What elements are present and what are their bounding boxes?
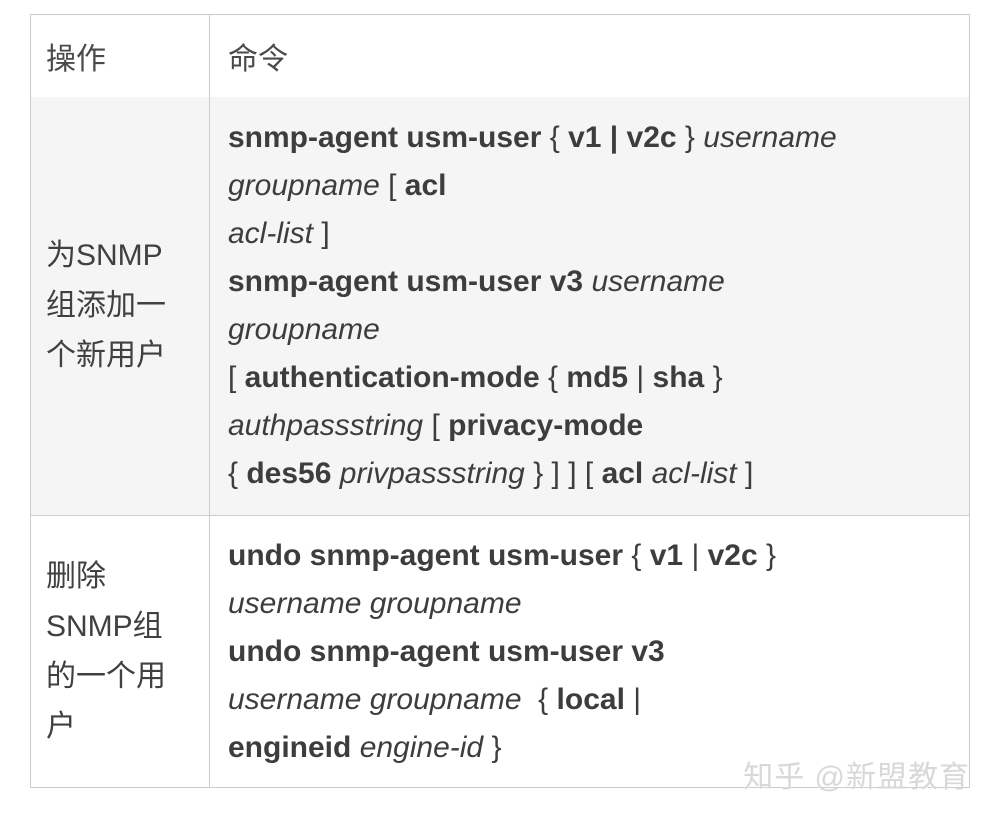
header-cell-operation: 操作 [46, 43, 106, 76]
command-segment: undo snmp-agent usm-user v3 [228, 634, 665, 668]
command-line: groupname [ acl [228, 162, 951, 210]
header-cell-command: 命令 [209, 15, 969, 97]
command-segment: username groupname [228, 682, 522, 716]
table-header-row: 操作 命令 [31, 15, 969, 97]
command-segment: acl [404, 169, 447, 202]
command-segment: ] [313, 217, 330, 250]
command-segment: { [539, 361, 567, 394]
command-cell: snmp-agent usm-user { v1 | v2c } usernam… [209, 97, 969, 515]
command-segment: snmp-agent usm-user v3 [228, 265, 584, 298]
command-segment: } ] ] [ [524, 457, 602, 490]
command-segment: authentication-mode [244, 361, 540, 394]
command-segment: privacy-mode [448, 409, 644, 442]
command-segment [643, 457, 651, 490]
command-line: username groupname [228, 580, 951, 628]
command-segment: [ [379, 169, 405, 202]
command-segment: } [676, 121, 704, 154]
operation-text-line: 个新用户 [46, 339, 166, 372]
command-line: groupname [228, 306, 951, 354]
command-segment: undo snmp-agent usm-user [228, 538, 624, 572]
command-line: { des56 privpassstring } ] ] [ acl acl-l… [228, 450, 951, 498]
command-line: acl-list ] [228, 210, 951, 258]
command-segment: } [483, 730, 502, 764]
command-segment: } [704, 361, 723, 394]
command-segment: { [521, 682, 557, 716]
command-line: snmp-agent usm-user v3 username [228, 258, 951, 306]
command-segment: des56 [246, 457, 332, 490]
command-segment: engineid [228, 730, 352, 764]
command-segment: | [624, 682, 642, 716]
command-segment: engine-id [359, 730, 484, 764]
command-segment: local [556, 682, 625, 716]
operation-text-line: 为SNMP [46, 239, 163, 272]
command-line: undo snmp-agent usm-user { v1 | v2c } [228, 532, 951, 580]
command-segment: | [628, 361, 653, 394]
operation-text-line: 删除 [46, 559, 106, 593]
command-segment: v1 | v2c [568, 121, 677, 154]
operation-text-line: 的一个用 [46, 659, 166, 693]
operation-text-line: 户 [46, 709, 76, 743]
operation-cell: 为SNMP 组添加一个新用户 [31, 97, 209, 515]
table-row: 为SNMP 组添加一个新用户 snmp-agent usm-user { v1 | … [31, 97, 969, 515]
operation-cell: 删除 SNMP组的一个用户 [31, 516, 209, 787]
command-segment: ] [736, 457, 754, 490]
command-segment: username [703, 121, 837, 154]
command-line: username groupname { local | [228, 676, 951, 724]
command-segment: groupname [228, 169, 380, 202]
command-segment [331, 457, 339, 490]
command-line: engineid engine-id } [228, 724, 951, 772]
command-segment: username [591, 265, 725, 298]
command-segment: sha [652, 361, 705, 394]
command-segment: [ [228, 361, 245, 394]
operation-text-line: SNMP组 [46, 609, 163, 643]
command-segment: } [757, 538, 776, 572]
command-segment: username groupname [228, 586, 522, 620]
command-segment: [ [423, 409, 449, 442]
command-segment: snmp-agent usm-user [228, 121, 542, 154]
command-cell: undo snmp-agent usm-user { v1 | v2c } use… [209, 516, 969, 787]
command-line: undo snmp-agent usm-user v3 [228, 628, 951, 676]
command-segment: md5 [566, 361, 629, 394]
command-line: authpassstring [ privacy-mode [228, 402, 951, 450]
command-segment: privpassstring [339, 457, 525, 490]
command-segment: { [623, 538, 650, 572]
command-segment: | [683, 538, 708, 572]
command-segment: groupname [228, 313, 380, 346]
snmp-command-table: 操作 命令 为SNMP 组添加一个新用户 snmp-agent usm-user {… [30, 14, 970, 788]
operation-text-line: 组添加一 [46, 289, 166, 322]
command-line: snmp-agent usm-user { v1 | v2c } usernam… [228, 114, 951, 162]
command-segment [351, 731, 359, 764]
command-segment: authpassstring [228, 409, 424, 442]
command-segment: v2c [707, 538, 758, 572]
table-row: 删除 SNMP组的一个用户 undo snmp-agent usm-user { v… [31, 515, 969, 787]
command-segment: acl-list [228, 217, 314, 250]
command-segment: v1 [649, 538, 684, 572]
command-segment: acl [601, 457, 644, 490]
command-segment: acl-list [651, 457, 737, 490]
command-segment: { [228, 457, 247, 490]
command-segment: { [541, 121, 569, 154]
command-line: [ authentication-mode { md5 | sha } [228, 354, 951, 402]
